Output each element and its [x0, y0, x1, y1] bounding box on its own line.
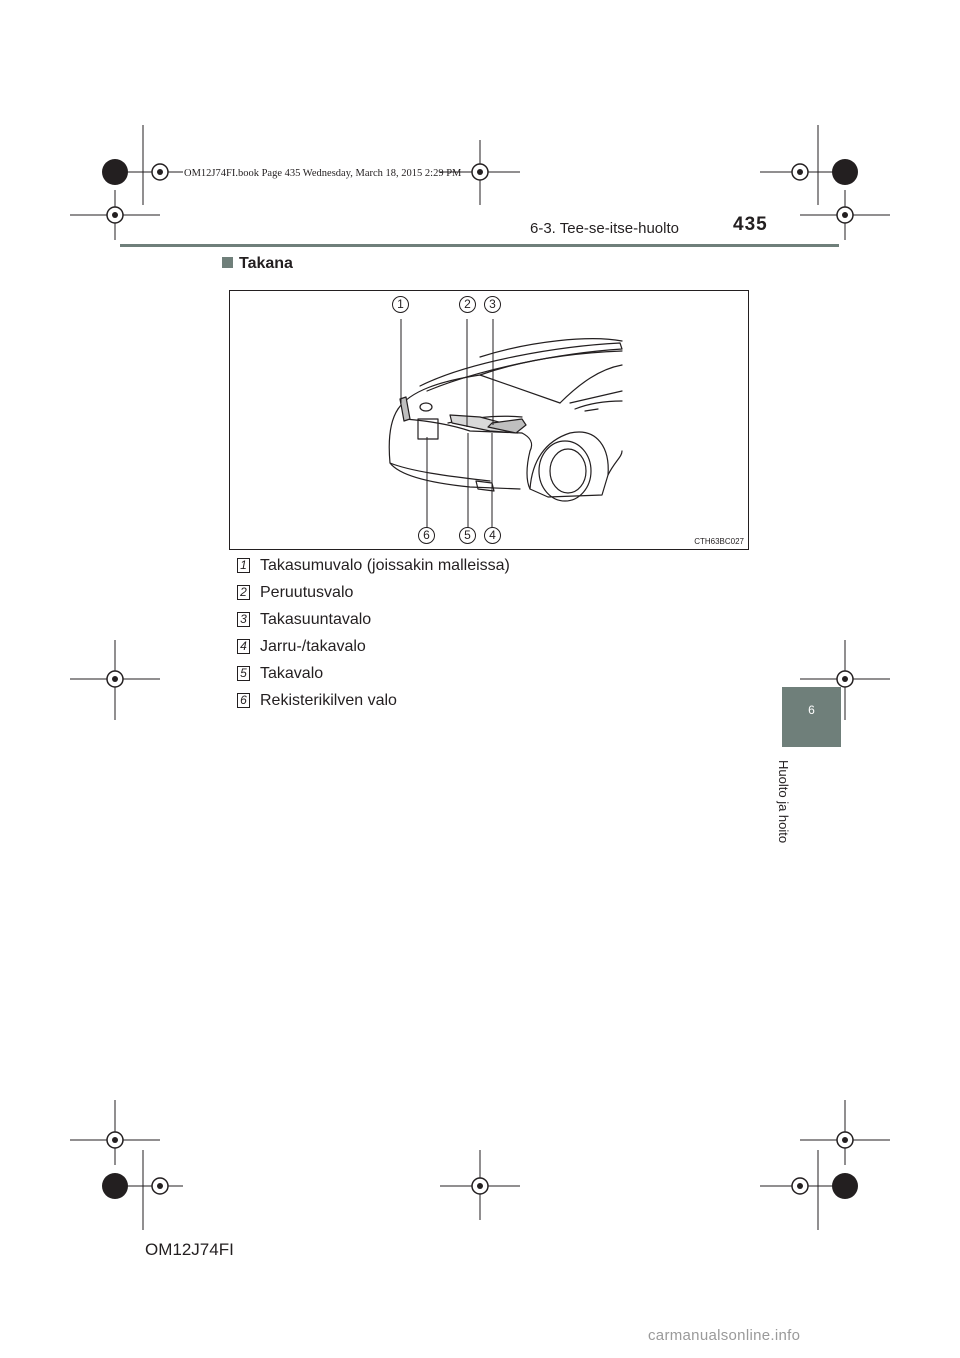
legend-text: Rekisterikilven valo [260, 692, 397, 709]
section-title: 6-3. Tee-se-itse-huolto [530, 220, 679, 237]
callout-5: 5 [459, 527, 476, 544]
rear-lights-figure: 1 2 3 6 5 4 CTH63BC027 [229, 290, 749, 550]
legend-number: 5 [237, 666, 250, 681]
callout-4: 4 [484, 527, 501, 544]
callout-6: 6 [418, 527, 435, 544]
chapter-title: Huolto ja hoito [776, 760, 791, 844]
legend-number: 2 [237, 585, 250, 600]
legend-number: 3 [237, 612, 250, 627]
car-rear-illustration [388, 319, 623, 529]
chapter-tab: 6 [782, 687, 841, 747]
header-rule [120, 244, 839, 247]
legend-number: 1 [237, 558, 250, 573]
callout-2: 2 [459, 296, 476, 313]
legend-text: Takavalo [260, 665, 324, 682]
heading-text: Takana [239, 255, 293, 272]
page-number: 435 [733, 214, 768, 235]
callout-3: 3 [484, 296, 501, 313]
legend-item: 2 Peruutusvalo [237, 584, 353, 606]
legend-item: 6 Rekisterikilven valo [237, 692, 397, 714]
legend-item: 4 Jarru-/takavalo [237, 638, 366, 660]
legend-number: 4 [237, 639, 250, 654]
legend-text: Peruutusvalo [260, 584, 354, 601]
legend-text: Takasumuvalo (joissakin malleissa) [260, 557, 510, 574]
figure-code: CTH63BC027 [694, 537, 744, 546]
legend-item: 1 Takasumuvalo (joissakin malleissa) [237, 557, 510, 579]
chapter-title-vertical: Huolto ja hoito [776, 760, 816, 860]
section-heading: Takana [222, 255, 293, 273]
footer-code: OM12J74FI [145, 1240, 234, 1259]
book-info-line: OM12J74FI.book Page 435 Wednesday, March… [184, 168, 462, 179]
legend-item: 5 Takavalo [237, 665, 323, 687]
callout-1: 1 [392, 296, 409, 313]
heading-square-icon [222, 257, 233, 268]
legend-item: 3 Takasuuntavalo [237, 611, 371, 633]
legend-text: Jarru-/takavalo [260, 638, 366, 655]
legend-number: 6 [237, 693, 250, 708]
legend-text: Takasuuntavalo [260, 611, 372, 628]
chapter-number: 6 [808, 703, 815, 717]
watermark: carmanualsonline.info [648, 1327, 801, 1344]
